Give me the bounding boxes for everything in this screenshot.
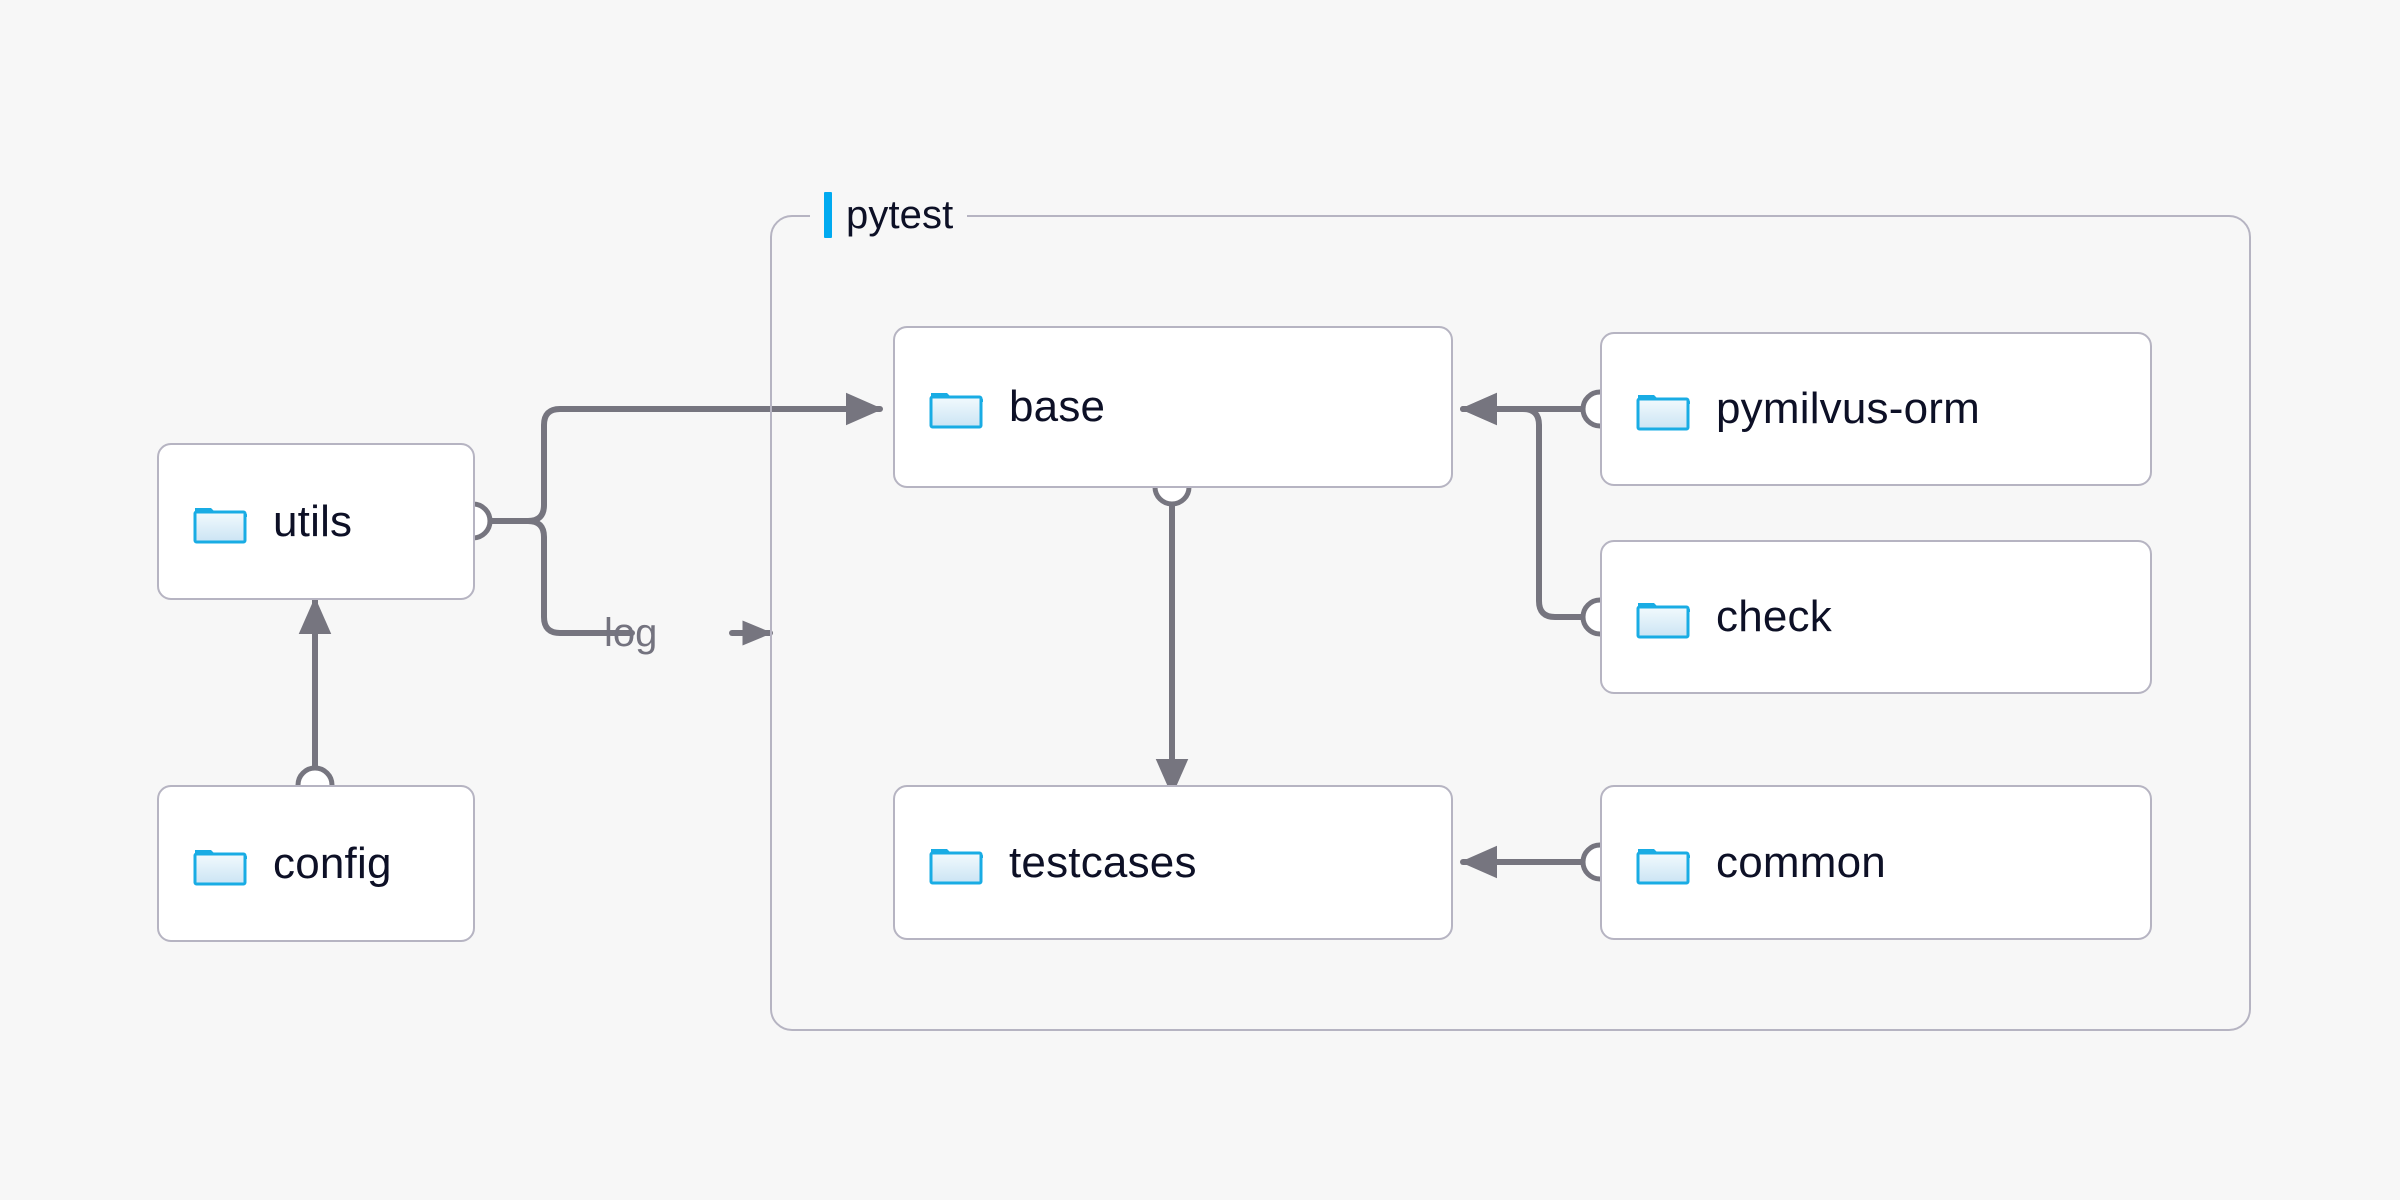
node-check[interactable]: check xyxy=(1600,540,2152,694)
node-label: common xyxy=(1716,837,1886,887)
node-label: testcases xyxy=(1009,837,1197,887)
folder-icon xyxy=(929,384,983,430)
node-label: utils xyxy=(273,496,353,546)
node-pymilvus-orm[interactable]: pymilvus-orm xyxy=(1600,332,2152,486)
node-label: check xyxy=(1716,592,1832,641)
node-common[interactable]: common xyxy=(1600,785,2152,940)
node-utils[interactable]: utils xyxy=(157,443,475,600)
folder-icon xyxy=(1636,386,1690,432)
edge-label-log: log xyxy=(604,611,658,655)
group-pytest-title: pytest xyxy=(810,192,968,238)
node-config[interactable]: config xyxy=(157,785,475,942)
node-label: pymilvus-orm xyxy=(1716,384,1980,433)
folder-icon xyxy=(193,499,247,545)
folder-icon xyxy=(1636,840,1690,886)
folder-icon xyxy=(1636,594,1690,640)
node-label: base xyxy=(1009,382,1106,431)
node-label: config xyxy=(273,838,392,888)
node-testcases[interactable]: testcases xyxy=(893,785,1453,940)
folder-icon xyxy=(929,840,983,886)
folder-icon xyxy=(193,841,247,887)
group-pytest xyxy=(770,215,2251,1031)
accent-bar-icon xyxy=(824,192,832,238)
node-base[interactable]: base xyxy=(893,326,1453,488)
group-title-label: pytest xyxy=(846,192,954,237)
